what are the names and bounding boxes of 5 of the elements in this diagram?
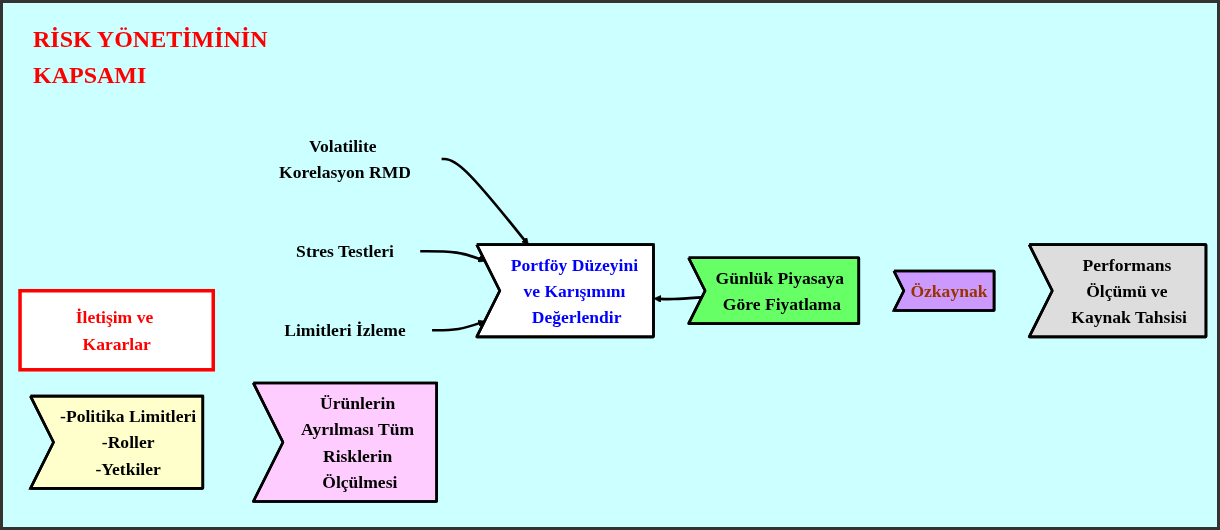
node-text: Limitleri İzleme [284, 320, 406, 340]
node-text: Volatilite Korelasyon RMD [279, 136, 411, 182]
node-text: Stres Testleri [296, 241, 394, 261]
node-box: İletişim ve Kararlar [18, 289, 215, 372]
diagram-title: RİSK YÖNETİMİNİN KAPSAMI [33, 25, 269, 90]
